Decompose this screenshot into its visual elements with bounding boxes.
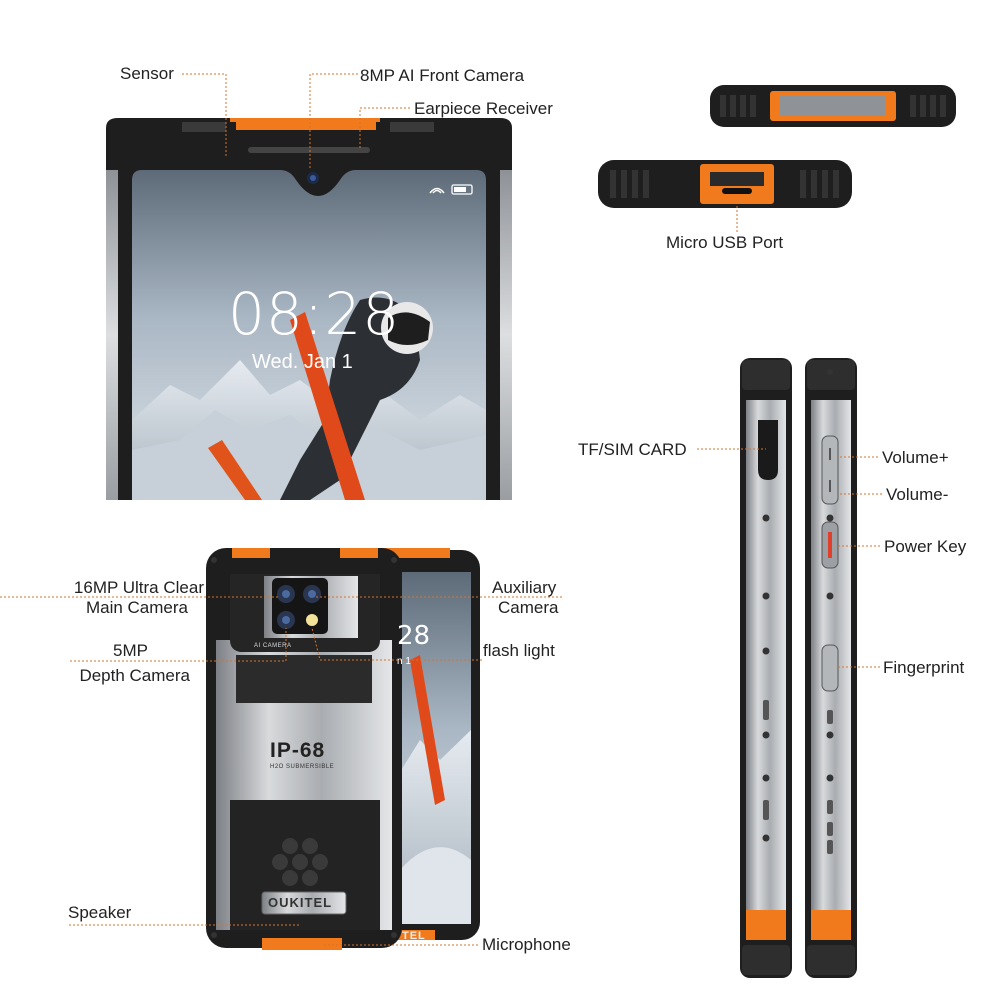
label-depth-line2: Depth Camera (79, 666, 190, 685)
ip-rating: IP-68 (270, 739, 326, 762)
top-edge-view (710, 85, 956, 127)
label-aux-line1: Auxiliary (492, 578, 557, 597)
label-fingerprint: Fingerprint (883, 658, 965, 677)
label-main-camera-line2: Main Camera (85, 598, 188, 617)
label-volume-up: Volume+ (882, 448, 949, 467)
label-power-key: Power Key (884, 537, 967, 556)
lockscreen-time: 08:28 (228, 280, 401, 348)
back-phone-screen-date: n 1 (397, 656, 411, 667)
label-micro-usb: Micro USB Port (666, 233, 784, 252)
label-sensor: Sensor (120, 64, 174, 83)
back-secondary-phone (330, 548, 480, 940)
callout-lines (0, 73, 882, 946)
label-main-camera-line1: 16MP Ultra Clear (73, 578, 204, 597)
label-tf-sim: TF/SIM CARD (578, 440, 687, 459)
label-volume-down: Volume- (886, 485, 949, 504)
brand-logo: OUKITEL (268, 895, 333, 910)
label-microphone: Microphone (482, 935, 571, 954)
bottom-edge-view (598, 160, 852, 208)
back-phone-screen-time: 28 (397, 621, 431, 651)
camera-module-label: AI CAMERA (254, 643, 292, 649)
label-flash: flash light (483, 641, 555, 660)
label-front-camera: 8MP AI Front Camera (360, 66, 525, 85)
ip-rating-sub: H2O SUBMERSIBLE (270, 764, 335, 770)
right-side-view (805, 358, 857, 978)
left-side-view (740, 358, 792, 978)
back-phone-brand-partial: TEL (402, 930, 426, 942)
label-depth-line1: 5MP (113, 641, 148, 660)
label-earpiece: Earpiece Receiver (414, 99, 553, 118)
lockscreen-date: Wed. Jan 1 (252, 351, 353, 373)
label-aux-line2: Camera (498, 598, 559, 617)
label-speaker: Speaker (68, 903, 132, 922)
